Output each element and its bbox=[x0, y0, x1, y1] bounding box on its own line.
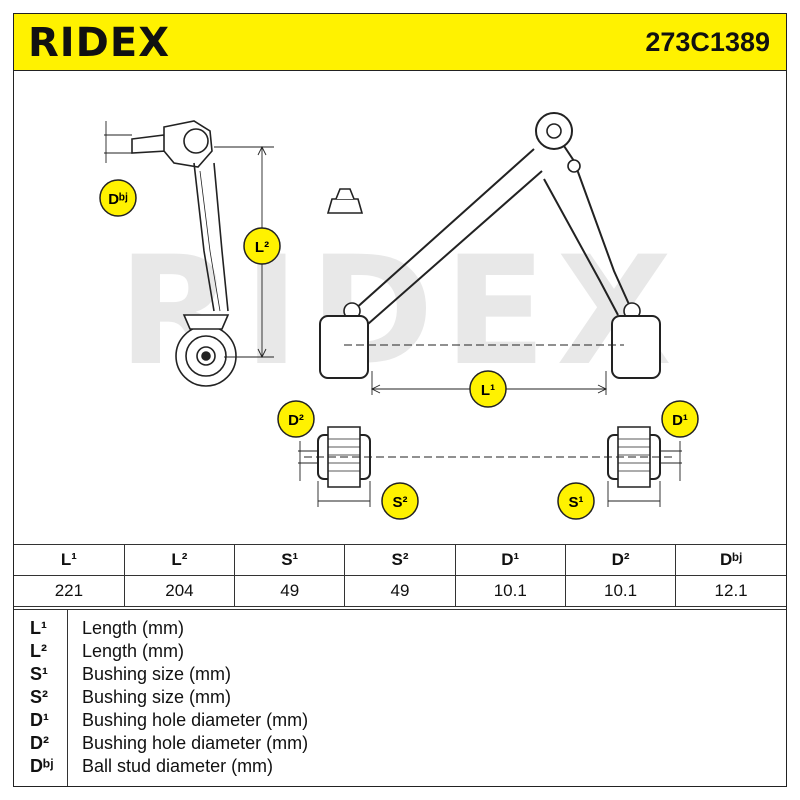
badge-l2-text: L² bbox=[255, 239, 269, 256]
legend-key: L¹ bbox=[30, 618, 47, 638]
technical-drawing: RIDEX bbox=[14, 71, 786, 541]
header-bar: RIDEX 273C1389 bbox=[14, 14, 786, 71]
legend-item: Dᵇʲ Ball stud diameter (mm) bbox=[14, 756, 786, 778]
badge-d2: D² bbox=[277, 400, 315, 438]
specs-header-cell: S¹ bbox=[234, 544, 346, 576]
specs-value-cell: 204 bbox=[123, 575, 236, 607]
nut-detail bbox=[326, 198, 364, 214]
part-number: 273C1389 bbox=[645, 27, 770, 57]
specs-value-cell: 12.1 bbox=[675, 575, 786, 607]
specs-value-cell: 221 bbox=[14, 575, 125, 607]
legend-item: D¹ Bushing hole diameter (mm) bbox=[14, 710, 786, 732]
legend-divider bbox=[67, 610, 68, 786]
specs-value-cell: 10.1 bbox=[454, 575, 566, 607]
legend-key: S² bbox=[30, 687, 48, 707]
specs-value-cell: 49 bbox=[234, 575, 346, 607]
badge-d1-text: D¹ bbox=[672, 412, 688, 429]
side-view-link bbox=[131, 120, 237, 387]
badge-dbj-text: Dᵇʲ bbox=[108, 191, 128, 208]
legend-desc: Length (mm) bbox=[82, 641, 185, 661]
legend-panel: L¹ Length (mm) L² Length (mm) S¹ Bushing… bbox=[14, 609, 786, 786]
specs-header-cell: S² bbox=[344, 544, 456, 576]
badge-l1: L¹ bbox=[469, 370, 507, 408]
product-sheet: RIDEX 273C1389 RIDEX bbox=[13, 13, 787, 787]
legend-key: S¹ bbox=[30, 664, 48, 684]
specs-value-cell: 49 bbox=[344, 575, 456, 607]
specs-header-cell: L¹ bbox=[14, 544, 125, 576]
legend-desc: Length (mm) bbox=[82, 618, 185, 638]
specs-table: L¹ L² S¹ S² D¹ D² Dᵇʲ 221 204 49 49 10.1… bbox=[14, 544, 786, 607]
drawing-svg: RIDEX bbox=[99, 112, 699, 520]
badge-s1-text: S¹ bbox=[569, 494, 584, 511]
control-arm bbox=[319, 112, 661, 379]
specs-header-cell: D² bbox=[564, 544, 677, 576]
specs-header-cell: D¹ bbox=[454, 544, 566, 576]
specs-value-row: 221 204 49 49 10.1 10.1 12.1 bbox=[14, 575, 786, 607]
specs-header-row: L¹ L² S¹ S² D¹ D² Dᵇʲ bbox=[14, 544, 786, 576]
legend-key: D¹ bbox=[30, 710, 49, 730]
legend-key: D² bbox=[30, 733, 49, 753]
legend-item: S² Bushing size (mm) bbox=[14, 687, 786, 709]
badge-d2-text: D² bbox=[288, 412, 304, 429]
legend-desc: Bushing size (mm) bbox=[82, 687, 232, 707]
legend-desc: Bushing size (mm) bbox=[82, 664, 232, 684]
legend-desc: Ball stud diameter (mm) bbox=[82, 756, 274, 776]
badge-s2-text: S² bbox=[393, 494, 408, 511]
legend-item: L² Length (mm) bbox=[14, 641, 786, 663]
badge-l1-text: L¹ bbox=[481, 382, 495, 399]
badge-s2: S² bbox=[381, 482, 419, 520]
specs-header-cell: L² bbox=[123, 544, 236, 576]
legend-key: Dᵇʲ bbox=[30, 756, 54, 776]
legend-desc: Bushing hole diameter (mm) bbox=[82, 733, 309, 753]
legend-desc: Bushing hole diameter (mm) bbox=[82, 710, 309, 730]
badge-s1: S¹ bbox=[557, 482, 595, 520]
legend-item: L¹ Length (mm) bbox=[14, 618, 786, 640]
badge-l2: L² bbox=[243, 227, 281, 265]
legend-key: L² bbox=[30, 641, 47, 661]
brand-logo: RIDEX bbox=[28, 20, 171, 66]
specs-value-cell: 10.1 bbox=[564, 575, 677, 607]
legend-item: S¹ Bushing size (mm) bbox=[14, 664, 786, 686]
badge-dbj: Dᵇʲ bbox=[99, 179, 137, 217]
badge-d1: D¹ bbox=[661, 400, 699, 438]
specs-header-cell: Dᵇʲ bbox=[675, 544, 786, 576]
legend-item: D² Bushing hole diameter (mm) bbox=[14, 733, 786, 755]
